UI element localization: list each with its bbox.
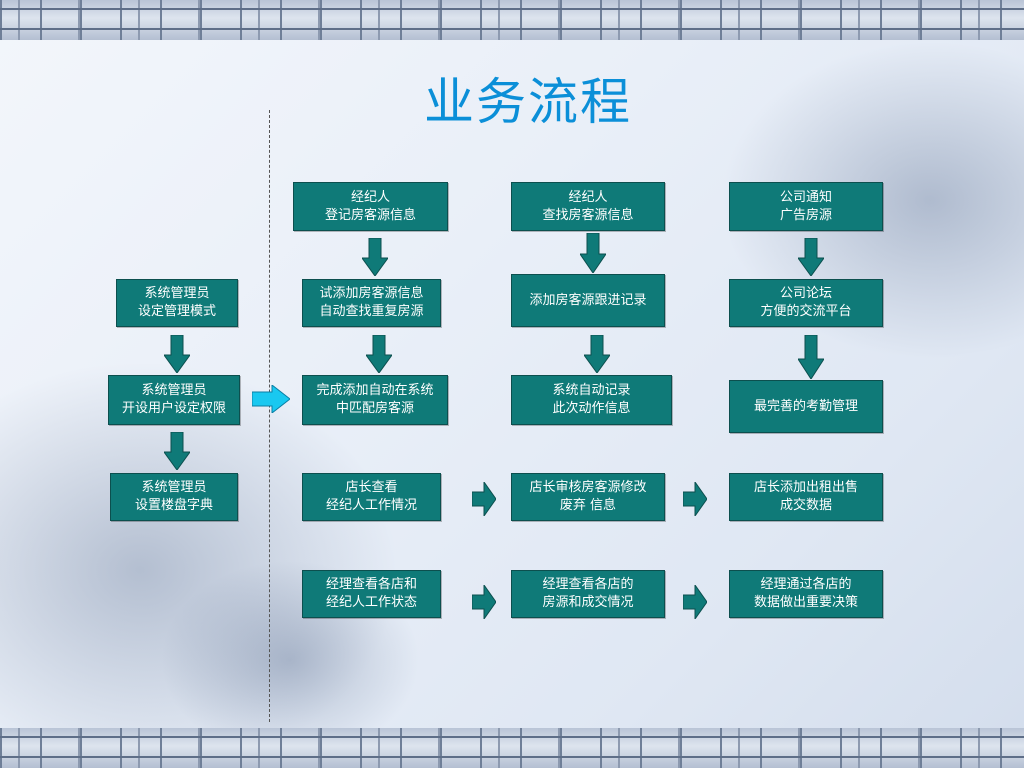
agent-search-step-3-label: 系统自动记录 此次动作信息 bbox=[552, 383, 631, 416]
page-title: 业务流程 bbox=[424, 73, 632, 131]
company-step-2-label: 公司论坛 方便的交流平台 bbox=[760, 286, 852, 319]
top-decorative-border bbox=[0, 0, 1024, 40]
arrow-down-icon bbox=[580, 233, 606, 273]
arrow-down-icon bbox=[584, 335, 610, 373]
agent-register-step-2-label: 试添加房客源信息 自动查找重复房源 bbox=[319, 286, 424, 319]
arrow-down-icon bbox=[366, 335, 392, 373]
manager-step-1-label: 经理查看各店和 经纪人工作状态 bbox=[325, 577, 417, 610]
arrow-down-icon bbox=[164, 335, 190, 373]
admin-step-3-label: 系统管理员 设置楼盘字典 bbox=[134, 480, 213, 513]
agent-search-step-1-label: 经纪人 查找房客源信息 bbox=[542, 189, 634, 223]
manager-step-3-label: 经理通过各店的 数据做出重要决策 bbox=[753, 577, 858, 610]
arrow-down-icon bbox=[798, 335, 824, 379]
company-step-1-label: 公司通知 广告房源 bbox=[779, 189, 832, 223]
agent-search-step-2: 添加房客源跟进记录 bbox=[511, 274, 665, 327]
store-manager-step-3-label: 店长添加出租出售 成交数据 bbox=[753, 480, 858, 513]
admin-step-1: 系统管理员 设定管理模式 bbox=[116, 279, 238, 327]
admin-step-2: 系统管理员 开设用户设定权限 bbox=[108, 375, 240, 425]
store-manager-step-3: 店长添加出租出售 成交数据 bbox=[729, 473, 883, 521]
company-step-3-label: 最完善的考勤管理 bbox=[753, 398, 858, 414]
store-manager-step-2-label: 店长审核房客源修改 废弃 信息 bbox=[529, 480, 647, 513]
agent-search-step-2-label: 添加房客源跟进记录 bbox=[529, 292, 647, 308]
arrow-down-icon bbox=[362, 238, 388, 276]
manager-step-2-label: 经理查看各店的 房源和成交情况 bbox=[542, 577, 634, 610]
manager-step-2: 经理查看各店的 房源和成交情况 bbox=[511, 570, 665, 618]
admin-step-1-label: 系统管理员 设定管理模式 bbox=[137, 286, 216, 319]
company-step-2: 公司论坛 方便的交流平台 bbox=[729, 279, 883, 327]
arrow-right-icon bbox=[472, 585, 496, 619]
company-step-3: 最完善的考勤管理 bbox=[729, 380, 883, 433]
store-manager-step-2: 店长审核房客源修改 废弃 信息 bbox=[511, 473, 665, 521]
admin-step-2-label: 系统管理员 开设用户设定权限 bbox=[121, 383, 226, 416]
admin-step-3: 系统管理员 设置楼盘字典 bbox=[110, 473, 238, 521]
agent-register-step-3-label: 完成添加自动在系统 中匹配房客源 bbox=[316, 383, 434, 416]
agent-register-step-3: 完成添加自动在系统 中匹配房客源 bbox=[302, 375, 448, 425]
agent-search-step-3: 系统自动记录 此次动作信息 bbox=[511, 375, 672, 425]
agent-register-step-1-label: 经纪人 登记房客源信息 bbox=[324, 189, 416, 223]
arrow-right-icon bbox=[683, 482, 707, 516]
agent-search-step-1: 经纪人 查找房客源信息 bbox=[511, 182, 665, 231]
company-step-1: 公司通知 广告房源 bbox=[729, 182, 883, 231]
arrow-right-highlight-icon bbox=[252, 385, 290, 413]
arrow-down-icon bbox=[798, 238, 824, 276]
arrow-down-icon bbox=[164, 432, 190, 470]
agent-register-step-1: 经纪人 登记房客源信息 bbox=[293, 182, 448, 231]
arrow-right-icon bbox=[472, 482, 496, 516]
agent-register-step-2: 试添加房客源信息 自动查找重复房源 bbox=[302, 279, 441, 327]
store-manager-step-1: 店长查看 经纪人工作情况 bbox=[302, 473, 441, 521]
bottom-decorative-border bbox=[0, 728, 1024, 768]
arrow-right-icon bbox=[683, 585, 707, 619]
store-manager-step-1-label: 店长查看 经纪人工作情况 bbox=[325, 480, 417, 513]
manager-step-1: 经理查看各店和 经纪人工作状态 bbox=[302, 570, 441, 618]
section-divider bbox=[269, 110, 270, 722]
manager-step-3: 经理通过各店的 数据做出重要决策 bbox=[729, 570, 883, 618]
